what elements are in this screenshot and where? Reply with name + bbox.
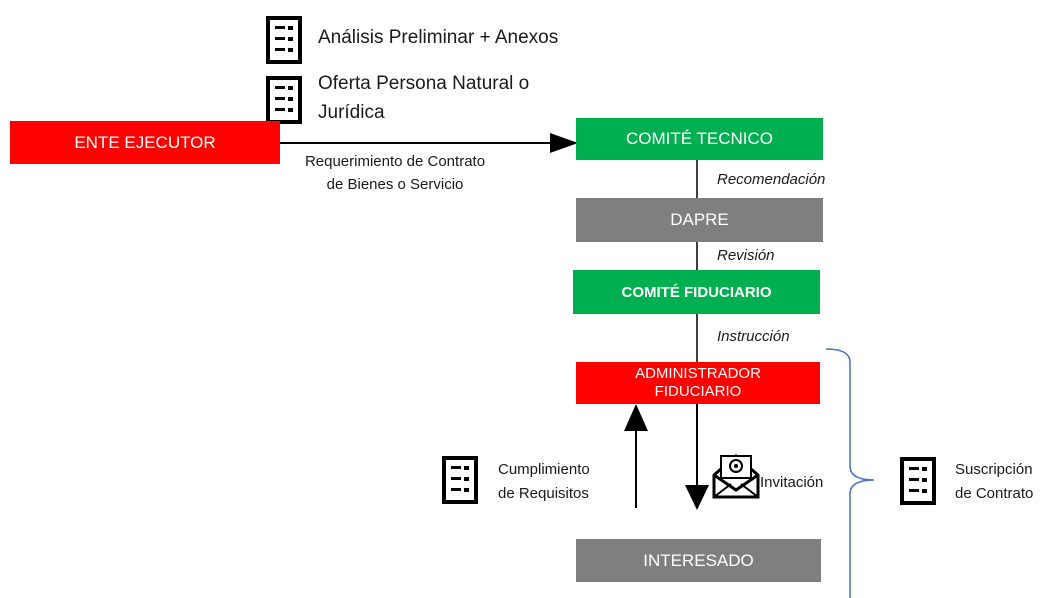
cumplimiento-label-line1: Cumplimiento (498, 461, 590, 478)
administrador-label-line2: FIDUCIARIO (654, 383, 742, 400)
suscripcion-document-icon (900, 457, 936, 505)
ente-ejecutor-node: ENTE EJECUTOR (10, 121, 280, 164)
analisis-label: Análisis Preliminar + Anexos (318, 27, 559, 48)
oferta-label-line1: Oferta Persona Natural o (318, 73, 530, 94)
requerimiento-arrowhead (550, 133, 578, 153)
dapre-node: DAPRE (576, 198, 823, 242)
administrador-fiduciario-node: ADMINISTRADOR FIDUCIARIO (576, 362, 820, 404)
cumplimiento-document-icon (442, 456, 478, 504)
comite-fiduciario-label: COMITÉ FIDUCIARIO (621, 283, 772, 301)
interesado-node: INTERESADO (576, 539, 821, 582)
suscripcion-bracket (825, 348, 875, 598)
invitacion-label: Invitación (760, 474, 824, 491)
oferta-label-line2: Jurídica (318, 102, 385, 123)
requerimiento-label-line2: de Bienes o Servicio (326, 176, 464, 193)
recomendacion-label: Recomendación (717, 171, 826, 188)
comite-fiduciario-node: COMITÉ FIDUCIARIO (573, 270, 820, 314)
invitacion-arrowhead (685, 485, 709, 510)
cumplimiento-label-line2: de Requisitos (498, 485, 589, 502)
administrador-label-line1: ADMINISTRADOR (635, 365, 761, 382)
ente-ejecutor-label: ENTE EJECUTOR (74, 132, 216, 152)
oferta-document-icon (266, 76, 302, 124)
comite-tecnico-label: COMITÉ TECNICO (625, 129, 774, 148)
cumplimiento-arrowhead (624, 404, 648, 431)
email-envelope-icon (712, 454, 760, 499)
requerimiento-label-line1: Requerimiento de Contrato (304, 153, 486, 170)
suscripcion-label-line1: Suscripción (955, 461, 1033, 478)
instruccion-label: Instrucción (717, 328, 790, 345)
suscripcion-label-line2: de Contrato (955, 485, 1034, 502)
interesado-label: INTERESADO (643, 550, 754, 570)
dapre-label: DAPRE (670, 210, 729, 229)
comite-tecnico-node: COMITÉ TECNICO (576, 118, 823, 160)
analisis-document-icon (266, 16, 302, 64)
revision-label: Revisión (717, 247, 775, 264)
